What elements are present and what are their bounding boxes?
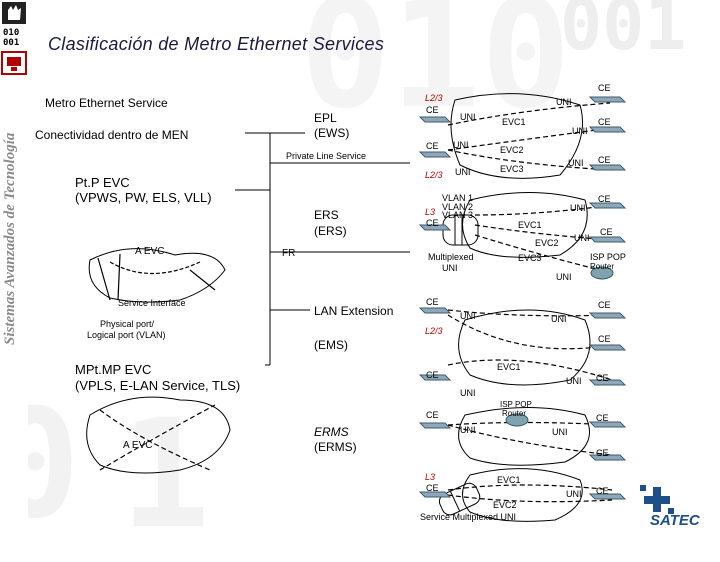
evc1-label: EVC1 xyxy=(502,117,526,127)
lan-extension-label: LAN Extension xyxy=(314,304,394,318)
background-digit: 1 xyxy=(120,388,211,562)
ce-label: CE xyxy=(426,141,439,151)
l3-label: L3 xyxy=(425,472,436,482)
uni-label: UNI xyxy=(460,388,476,398)
ews-label: (EWS) xyxy=(314,126,350,140)
uni-label: UNI xyxy=(453,140,469,150)
evc3-label: EVC3 xyxy=(500,164,524,174)
erms-label: ERMS xyxy=(314,425,349,439)
uni-label: UNI xyxy=(455,167,471,177)
logo-icon xyxy=(1,2,27,75)
page-title: Clasificación de Metro Ethernet Services xyxy=(48,34,385,54)
ptp-evc-label: Pt.P EVC xyxy=(75,175,130,190)
logo-digits-top: 010 xyxy=(3,28,20,38)
metro-ethernet-service-label: Metro Ethernet Service xyxy=(45,96,168,110)
background-digit: 010 xyxy=(300,0,571,142)
ce-label: CE xyxy=(598,117,611,127)
evc1-label: EVC1 xyxy=(518,220,542,230)
isp-pop-label: ISP POP xyxy=(500,400,532,409)
physical-port-label: Physical port/ xyxy=(100,319,155,329)
mpt-evc-label: MPt.MP EVC xyxy=(75,362,152,377)
vlan3-label: VLAN 3 xyxy=(442,210,474,220)
ems-label: (EMS) xyxy=(314,338,348,352)
l3-label: L3 xyxy=(425,207,436,217)
mpt-cloud xyxy=(86,396,231,474)
fr-label: FR xyxy=(282,248,296,259)
ce-label: CE xyxy=(598,155,611,165)
router-label: Router xyxy=(590,262,615,271)
uni-label: UNI xyxy=(552,427,568,437)
uni-label: UNI xyxy=(460,112,476,122)
logo-digits-bottom: 001 xyxy=(3,38,20,48)
a-evc-top-label: A EVC xyxy=(135,246,165,257)
ptp-evc-types: (VPWS, PW, ELS, VLL) xyxy=(75,190,212,205)
background-digit: 001 xyxy=(560,0,687,66)
uni-label: UNI xyxy=(551,314,567,324)
evc1-label: EVC1 xyxy=(497,362,521,372)
ers-paren-label: (ERS) xyxy=(314,224,347,238)
ce-label: CE xyxy=(600,227,613,237)
router-icon xyxy=(505,413,529,427)
erms-paren-label: (ERMS) xyxy=(314,440,357,454)
multiplexed-label: Multiplexed xyxy=(428,252,474,262)
evc2-label: EVC2 xyxy=(493,500,517,510)
uni-label: UNI xyxy=(556,272,572,282)
router-icon xyxy=(590,266,614,280)
ce-label: CE xyxy=(426,105,439,115)
service-interface-label: Service Interface xyxy=(118,298,186,308)
router-label: Router xyxy=(502,409,527,418)
ce-label: CE xyxy=(426,297,439,307)
evc2-label: EVC2 xyxy=(500,145,524,155)
uni-label: UNI xyxy=(572,126,588,136)
ce-label: CE xyxy=(598,83,611,93)
satec-logo-icon xyxy=(640,485,674,514)
evc1-label: EVC1 xyxy=(497,475,521,485)
vlan2-label: VLAN 2 xyxy=(442,202,474,212)
ce-label: CE xyxy=(598,300,611,310)
l23-label: L2/3 xyxy=(425,326,443,336)
ce-label: CE xyxy=(598,334,611,344)
mpt-evc-types: (VPLS, E-LAN Service, TLS) xyxy=(75,378,241,393)
uni-label: UNI xyxy=(568,158,584,168)
ce-router-icon xyxy=(418,116,452,123)
ce-label: CE xyxy=(596,413,609,423)
uni-label: UNI xyxy=(566,489,582,499)
vlan1-label: VLAN 1 xyxy=(442,193,474,203)
epl-label: EPL xyxy=(314,111,337,125)
ce-label: CE xyxy=(598,194,611,204)
uni-label: UNI xyxy=(570,203,586,213)
l23-label: L2/3 xyxy=(425,93,443,103)
ce-label: CE xyxy=(426,370,439,380)
ce-label: CE xyxy=(596,448,609,458)
connectivity-label: Conectividad dentro de MEN xyxy=(35,128,189,142)
l23-label: L2/3 xyxy=(425,170,443,180)
ce-label: CE xyxy=(426,410,439,420)
evc3-label: EVC3 xyxy=(518,253,542,263)
private-line-label: Private Line Service xyxy=(286,151,367,161)
brand-name: SATEC xyxy=(650,512,700,529)
uni-label: UNI xyxy=(460,311,476,321)
sidebar: 010 001 Sistemas Avanzados de Tecnología xyxy=(0,0,28,540)
ce-label: CE xyxy=(426,218,439,228)
uni-label: UNI xyxy=(574,233,590,243)
service-multiplexed-uni-label: Service Multiplexed UNI xyxy=(420,512,517,522)
ce-label: CE xyxy=(426,483,439,493)
a-evc-bottom-label: A EVC xyxy=(123,440,153,451)
uni-label: UNI xyxy=(566,376,582,386)
isp-pop-label: ISP POP xyxy=(590,252,626,262)
multiplexed-uni-label: UNI xyxy=(442,263,458,273)
ce-label: CE xyxy=(596,373,609,383)
uni-label: UNI xyxy=(460,425,476,435)
diagram-canvas xyxy=(86,93,674,522)
ce-label: CE xyxy=(596,486,609,496)
uni-label: UNI xyxy=(556,97,572,107)
ers-label: ERS xyxy=(314,208,339,222)
logical-port-label: Logical port (VLAN) xyxy=(87,330,166,340)
evc2-label: EVC2 xyxy=(535,238,559,248)
